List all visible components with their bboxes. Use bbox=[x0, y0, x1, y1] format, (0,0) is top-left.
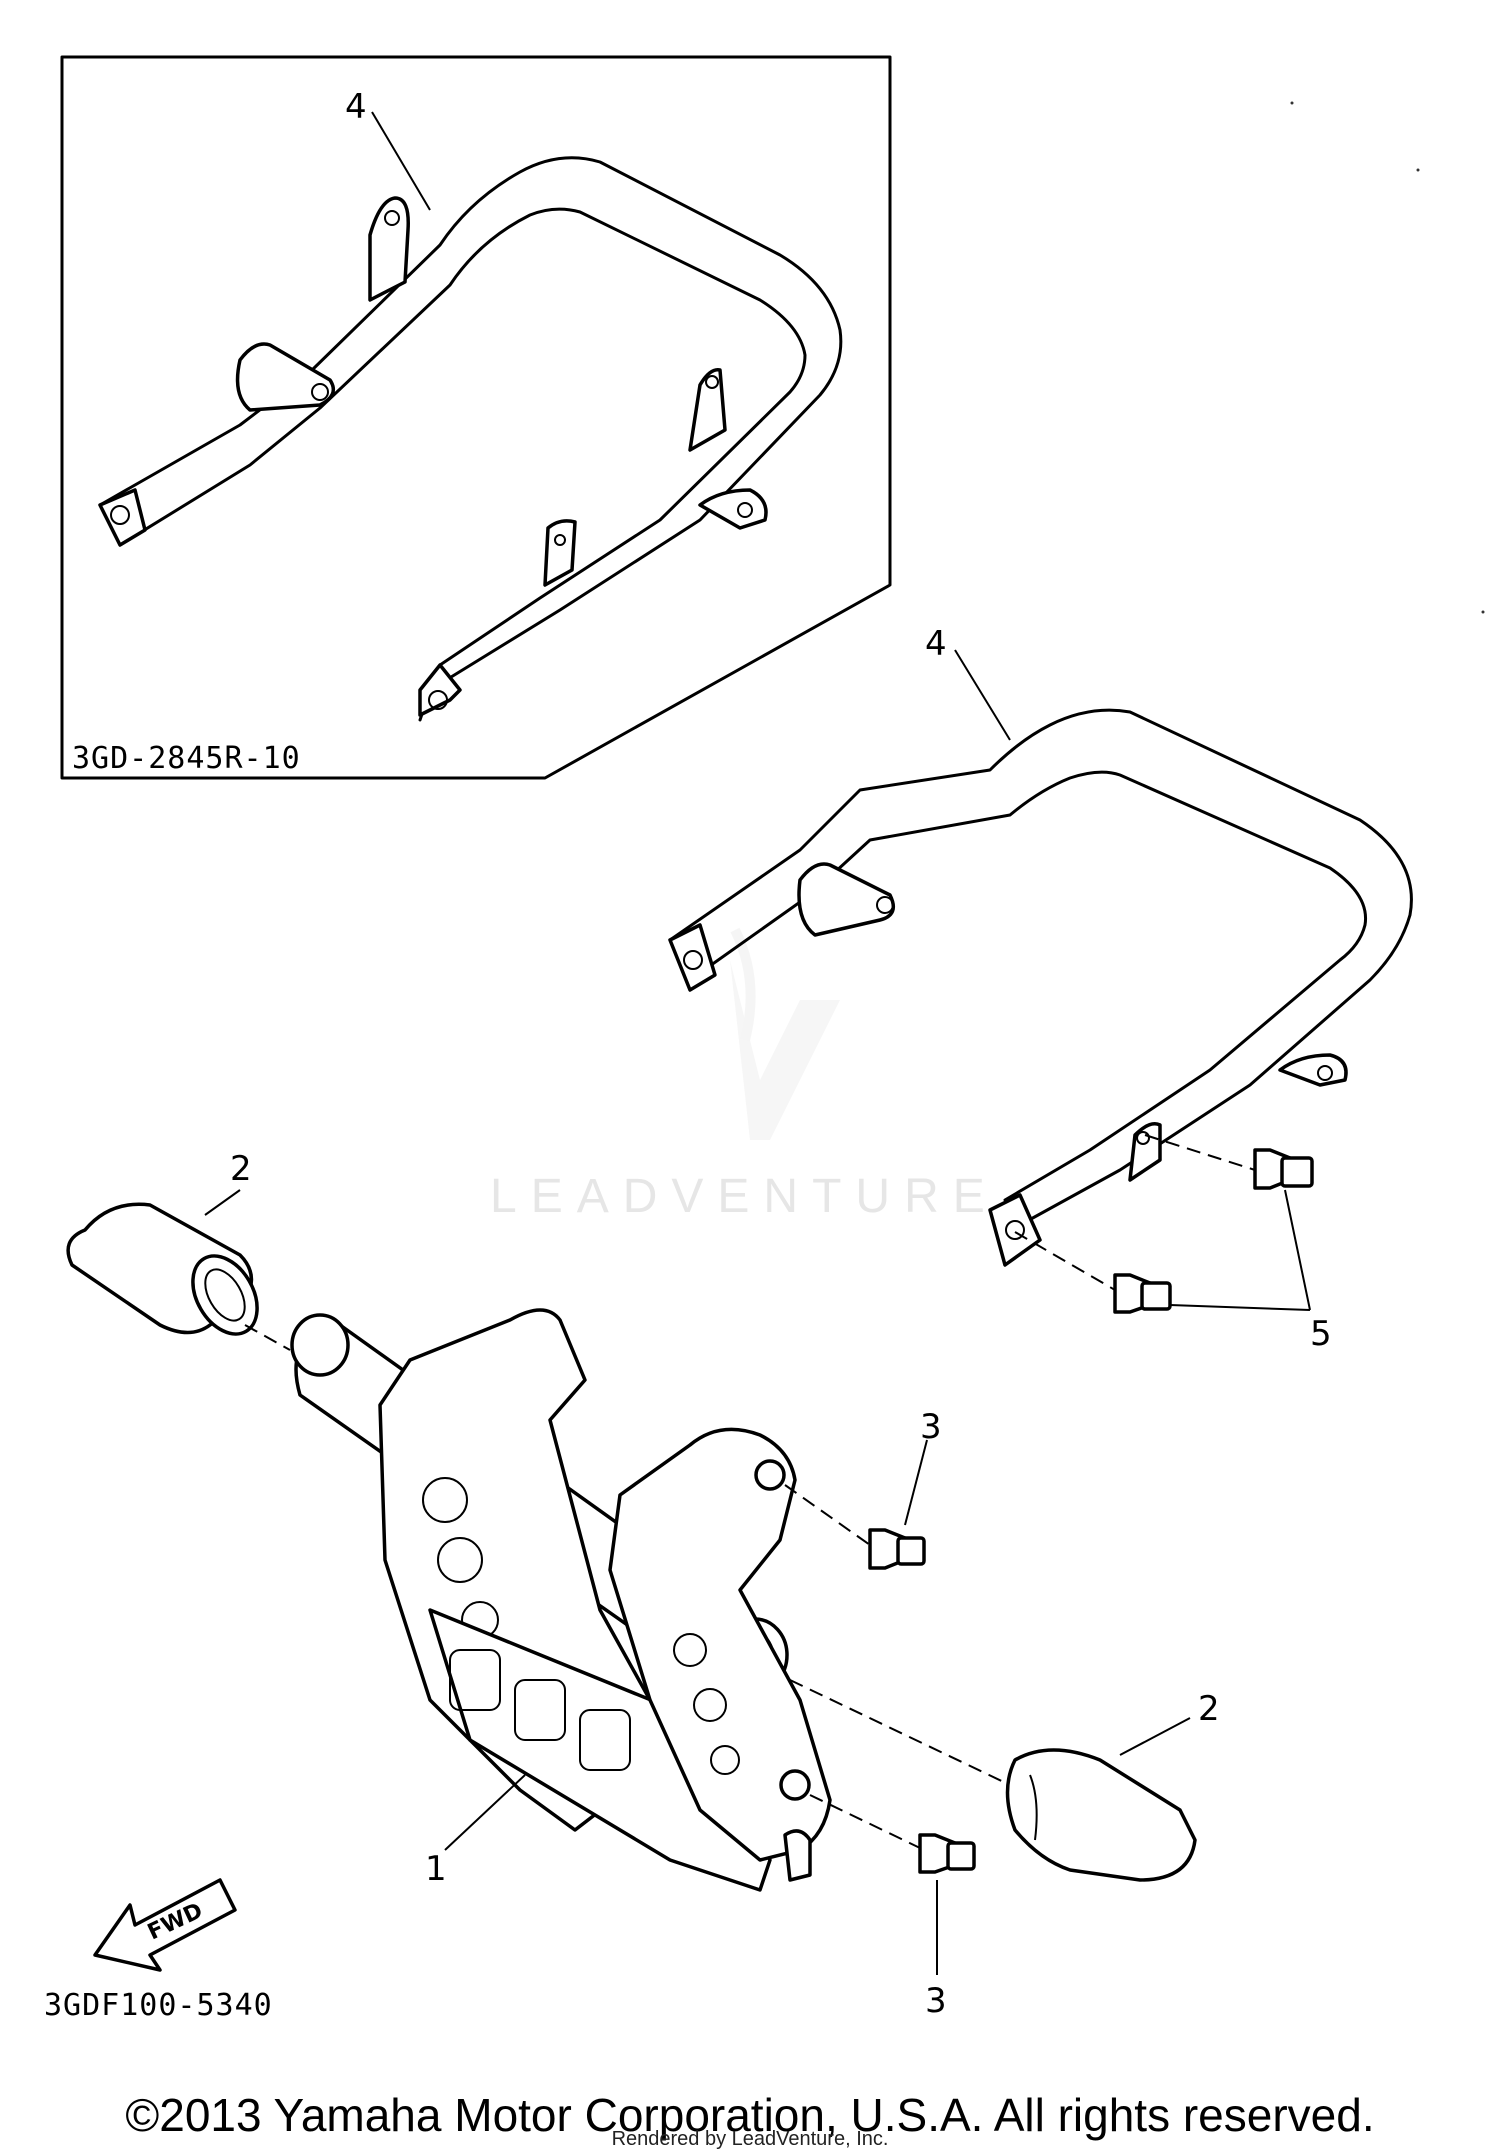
bolt-3-lower bbox=[809, 1794, 976, 1874]
inset-code-label: 3GD-2845R-10 bbox=[72, 741, 301, 776]
end-cap-left bbox=[66, 1202, 259, 1336]
rendered-by-text: Rendered by LeadVenture, Inc. bbox=[611, 2128, 889, 2150]
callout-3-lower: 3 bbox=[925, 1981, 947, 2021]
fwd-arrow-icon: FWD bbox=[93, 1878, 237, 1972]
callout-4-main: 4 bbox=[925, 624, 947, 664]
copyright-text: ©2013 Yamaha Motor Corporation, U.S.A. A… bbox=[125, 2089, 1375, 2141]
end-cap-right bbox=[789, 1679, 1197, 1882]
diagram-code-label: 3GDF100-5340 bbox=[44, 1988, 273, 2023]
inset-grab-bar bbox=[98, 156, 843, 722]
callout-5: 5 bbox=[1310, 1314, 1332, 1354]
callout-1: 1 bbox=[425, 1849, 447, 1889]
callout-4-inset: 4 bbox=[345, 87, 367, 127]
callout-3-upper: 3 bbox=[920, 1407, 942, 1447]
bolt-upper bbox=[1144, 1134, 1314, 1190]
watermark-text: LEADVENTURE bbox=[490, 1170, 999, 1223]
chain-guard-assembly bbox=[290, 1308, 832, 1892]
bolt-lower bbox=[1014, 1231, 1172, 1314]
leadventure-watermark-logo bbox=[730, 927, 840, 1140]
callout-2-right: 2 bbox=[1198, 1689, 1220, 1729]
callout-2-left: 2 bbox=[230, 1149, 252, 1189]
inset-panel bbox=[60, 55, 892, 780]
bolt-3-upper bbox=[784, 1484, 926, 1570]
